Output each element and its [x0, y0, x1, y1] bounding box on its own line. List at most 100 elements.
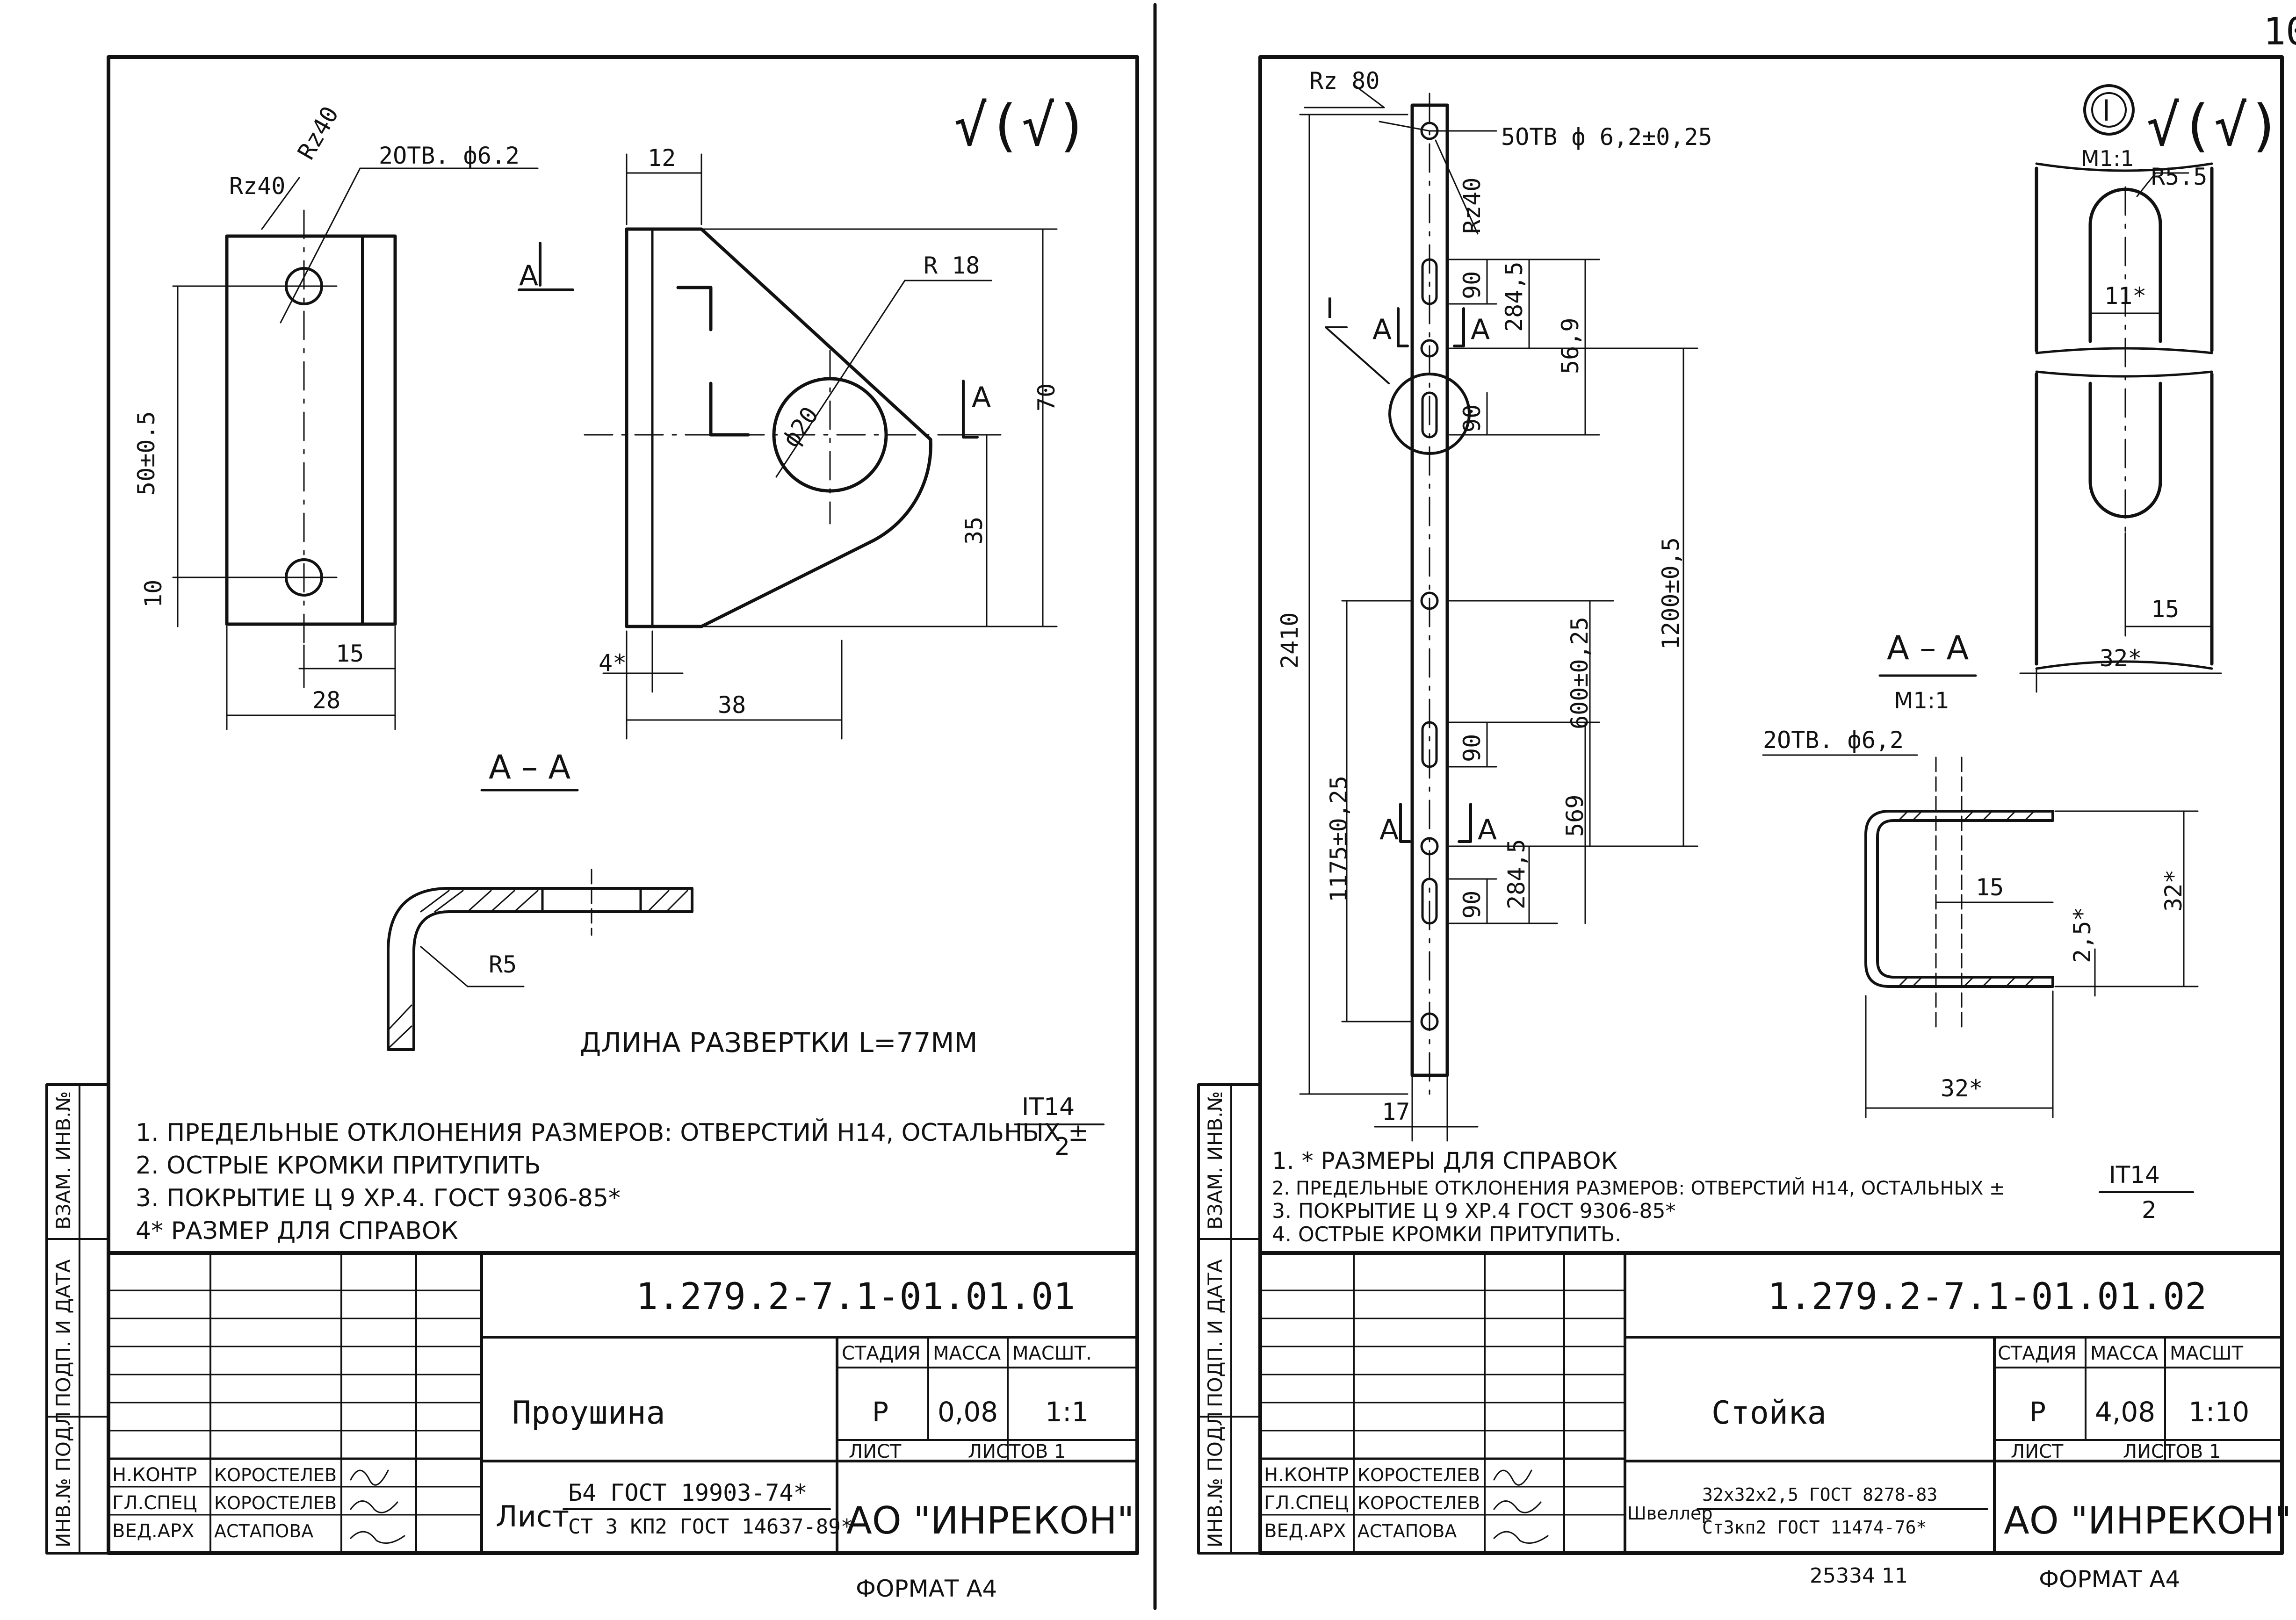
right-format: ФОРМАТ А4 — [2039, 1566, 2180, 1593]
dim-4: 4* — [599, 649, 627, 677]
right-sheet: √(√) I А А А А Rz 80 — [1197, 55, 2291, 1593]
left-side-label-1: ИНВ.№ ПОДЛ — [52, 1411, 75, 1548]
right-role-2: ГЛ.СПЕЦ — [1264, 1492, 1349, 1514]
dim-90-d: 90 — [1458, 891, 1486, 919]
left-col-scale: МАСШТ. — [1012, 1343, 1092, 1364]
dim-90-b: 90 — [1458, 404, 1486, 432]
right-name-1: КОРОСТЕЛЕВ — [1357, 1465, 1480, 1485]
right-signatures — [1493, 1469, 1549, 1544]
right-col-mass: МАССА — [2090, 1343, 2159, 1364]
dim-r18: R 18 — [924, 252, 980, 279]
dim-70: 70 — [1033, 383, 1060, 411]
right-tol-den: 2 — [2142, 1196, 2157, 1224]
left-note-4: 4* РАЗМЕР ДЛЯ СПРАВОК — [136, 1217, 458, 1245]
right-view-marker-2: А — [1471, 313, 1490, 346]
dim-28: 28 — [312, 687, 340, 714]
right-side-strip: ИНВ.№ ПОДЛ ПОДП. И ДАТА ВЗАМ. ИНВ.№ — [1197, 1083, 1262, 1555]
right-section-label: А – А — [1887, 629, 1969, 667]
dim-holes5: 5ОТВ ф 6,2±0,25 — [1501, 123, 1712, 151]
dim-90-a: 90 — [1458, 271, 1486, 299]
right-scale: 1:10 — [2188, 1396, 2249, 1428]
dim-25: 2,5* — [2069, 907, 2096, 963]
right-note-2: 2. ПРЕДЕЛЬНЫЕ ОТКЛОНЕНИЯ РАЗМЕРОВ: ОТВЕР… — [1272, 1177, 2005, 1199]
left-signatures — [350, 1469, 405, 1544]
left-section: А – А R5 ДЛИНА РАЗВЕРТКИ L=77ММ — [387, 748, 978, 1058]
right-view-marker-4: А — [1478, 814, 1497, 846]
dim-38: 38 — [718, 691, 746, 719]
right-detail-view: I М1:1 11* R5.5 15 32* — [2019, 84, 2222, 693]
right-role-1: Н.КОНТР — [1264, 1464, 1349, 1486]
right-material-1: 32x32x2,5 ГОСТ 8278-83 — [1702, 1484, 1937, 1505]
dim-phi20: ф20 — [777, 402, 823, 452]
dim-35: 35 — [960, 517, 988, 545]
left-designation: 1.279.2-7.1-01.01.01 — [636, 1276, 1075, 1318]
dim-90-c: 90 — [1458, 734, 1486, 762]
dim-1175: 1175±0,25 — [1325, 776, 1352, 902]
left-sheet-label: ЛИСТ — [849, 1441, 902, 1462]
dim-50: 50±0.5 — [133, 411, 160, 496]
dim-holes2: 2ОТВ. ф6,2 — [1763, 727, 1904, 754]
left-col-mass: МАССА — [933, 1343, 1001, 1364]
left-plan-view: 50±0.5 10 15 28 Rz40 Rz40 2ОТВ. ф6.2 — [133, 102, 539, 730]
dim-r5: R5 — [489, 951, 517, 978]
dim-569-b: 569 — [1561, 795, 1588, 837]
left-material-prefix: Лист — [496, 1499, 569, 1534]
left-name-1: КОРОСТЕЛЕВ — [214, 1465, 337, 1485]
dim-32-detail: 32* — [2100, 645, 2142, 672]
left-unfold-length: ДЛИНА РАЗВЕРТКИ L=77ММ — [580, 1027, 978, 1058]
left-mass: 0,08 — [938, 1396, 998, 1428]
right-detail-marker: I — [2102, 94, 2110, 128]
left-role-1: Н.КОНТР — [112, 1464, 197, 1486]
dim-32-section: 32* — [2160, 870, 2187, 912]
left-side-strip: ИНВ.№ ПОДЛ ПОДП. И ДАТА ВЗАМ. ИНВ.№ — [45, 1083, 110, 1555]
dim-284-b: 284,5 — [1503, 839, 1530, 909]
right-title: Стойка — [1711, 1395, 1827, 1432]
right-roughness: √(√) — [2146, 94, 2282, 158]
dim-32-bottom: 32* — [1941, 1075, 1983, 1102]
dim-rz80: Rz 80 — [1309, 67, 1380, 94]
left-notes: 1. ПРЕДЕЛЬНЫЕ ОТКЛОНЕНИЯ РАЗМЕРОВ: ОТВЕР… — [136, 1093, 1105, 1245]
left-side-label-2: ПОДП. И ДАТА — [52, 1259, 75, 1407]
dim-2410: 2410 — [1276, 612, 1303, 669]
left-view-marker-2: А — [972, 381, 991, 414]
right-name-3: АСТАПОВА — [1357, 1521, 1457, 1541]
left-tol-den: 2 — [1054, 1133, 1070, 1161]
left-stage: Р — [872, 1396, 888, 1428]
left-sheet: √(√) 50±0.5 10 15 28 Rz40 Rz40 2ОТВ — [45, 55, 1139, 1602]
left-note-1: 1. ПРЕДЕЛЬНЫЕ ОТКЛОНЕНИЯ РАЗМЕРОВ: ОТВЕР… — [136, 1118, 1089, 1147]
dim-15: 15 — [336, 640, 364, 667]
left-side-view: R 18 ф20 12 70 35 4* 38 А А — [518, 144, 1060, 740]
left-material-2: СТ 3 КП2 ГОСТ 14637-89* — [568, 1515, 853, 1539]
right-sheets-label: ЛИСТОВ 1 — [2123, 1441, 2221, 1462]
left-note-2: 2. ОСТРЫЕ КРОМКИ ПРИТУПИТЬ — [136, 1152, 541, 1180]
dim-15-section: 15 — [1976, 874, 2004, 901]
left-name-3: АСТАПОВА — [214, 1521, 313, 1541]
dim-17: 17 — [1382, 1098, 1410, 1125]
left-roughness: √(√) — [954, 94, 1089, 158]
right-detail-scale: М1:1 — [2081, 146, 2134, 171]
dim-10: 10 — [140, 580, 167, 608]
right-stage: Р — [2029, 1396, 2046, 1428]
left-title-block: 1.279.2-7.1-01.01.01 Проушина СТАДИЯ МАС… — [107, 1251, 1139, 1555]
left-material-1: Б4 ГОСТ 19903-74* — [568, 1479, 808, 1506]
right-col-scale: МАСШТ — [2170, 1343, 2244, 1364]
right-doc-number: 25334 11 — [1810, 1564, 1908, 1588]
dim-12: 12 — [648, 144, 676, 172]
left-col-stage: СТАДИЯ — [842, 1343, 921, 1364]
left-name-2: КОРОСТЕЛЕВ — [214, 1493, 337, 1513]
right-role-3: ВЕД.АРХ — [1264, 1520, 1346, 1542]
right-material-prefix: Швеллер — [1627, 1503, 1713, 1524]
left-section-label: А – А — [489, 748, 570, 786]
left-role-2: ГЛ.СПЕЦ — [112, 1492, 197, 1514]
right-notes: 1. * РАЗМЕРЫ ДЛЯ СПРАВОК 2. ПРЕДЕЛЬНЫЕ О… — [1272, 1147, 2194, 1246]
right-tol-num: IT14 — [2109, 1161, 2160, 1188]
right-side-label-2: ПОДП. И ДАТА — [1204, 1259, 1227, 1407]
right-title-block: 1.279.2-7.1-01.01.02 Стойка СТАДИЯ МАССА… — [1258, 1251, 2291, 1555]
left-scale: 1:1 — [1045, 1396, 1089, 1428]
right-company: АО "ИНРЕКОН" — [2004, 1499, 2291, 1542]
left-side-label-3: ВЗАМ. ИНВ.№ — [52, 1091, 75, 1230]
dim-284-a: 284,5 — [1501, 261, 1528, 332]
right-note-3: 3. ПОКРЫТИЕ Ц 9 ХР.4 ГОСТ 9306-85* — [1272, 1199, 1676, 1223]
right-section-scale: М1:1 — [1894, 688, 1949, 714]
